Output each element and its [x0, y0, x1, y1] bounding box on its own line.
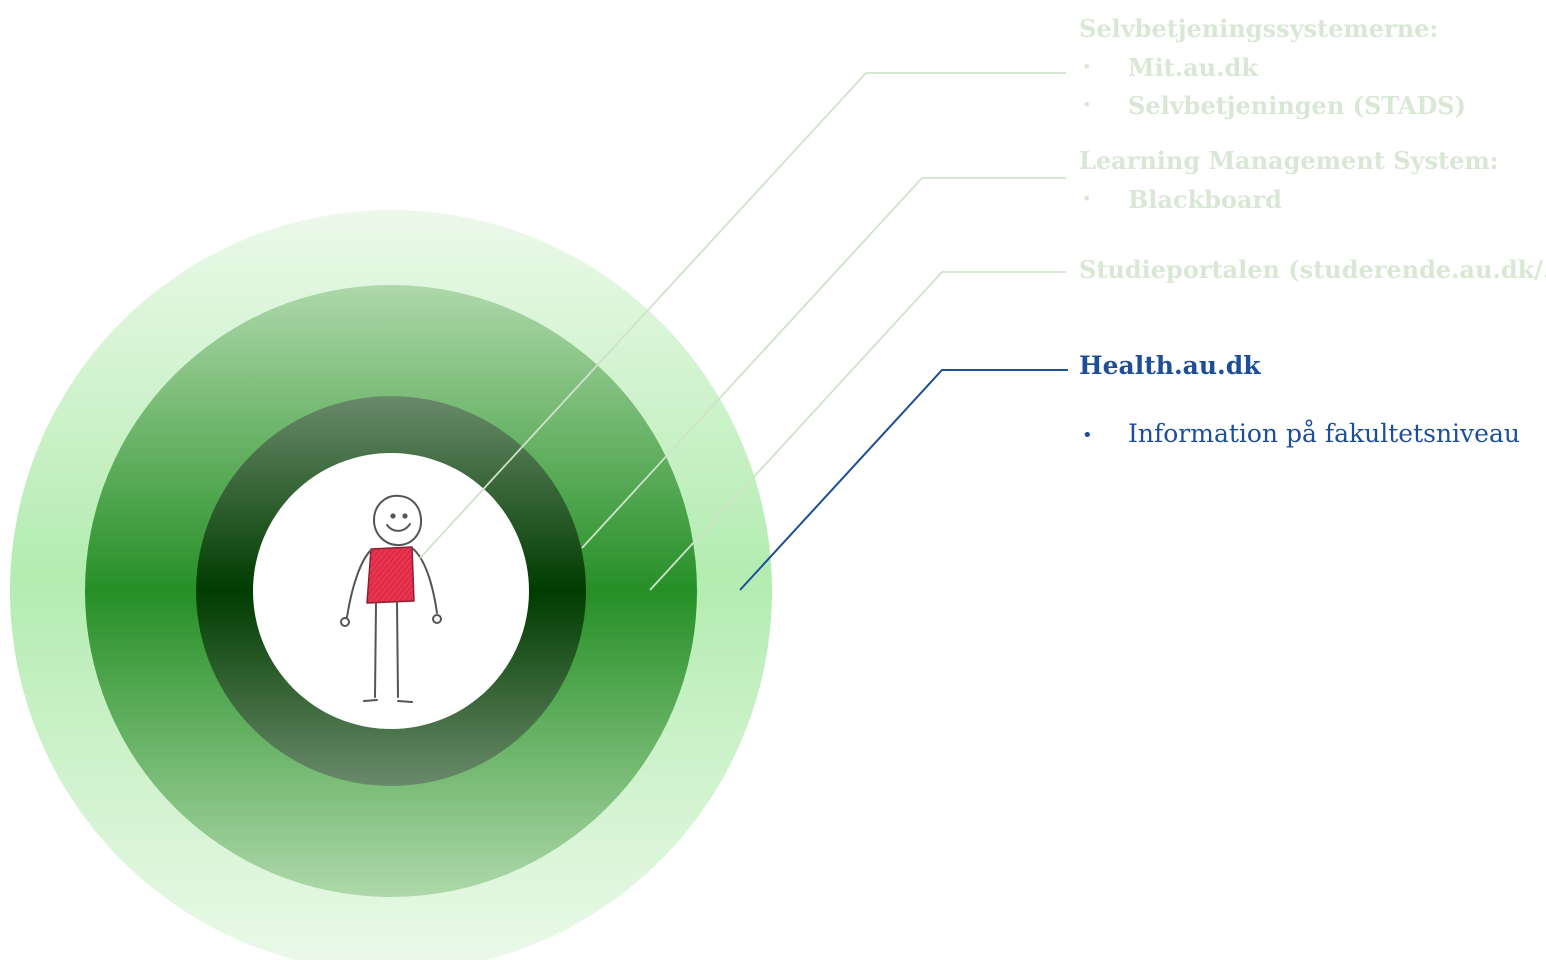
- bullet: •: [1082, 57, 1092, 76]
- list-item-stads[interactable]: Selvbetjeningen (STADS): [1128, 91, 1466, 120]
- group-title-studieportalen[interactable]: Studieportalen (studerende.au.dk/...): [1079, 255, 1546, 284]
- bullet: •: [1082, 425, 1093, 446]
- bullet: •: [1082, 189, 1092, 208]
- list-item-mit-au-dk[interactable]: Mit.au.dk: [1128, 53, 1258, 82]
- list-item-blackboard[interactable]: Blackboard: [1128, 185, 1282, 214]
- connector-line-selvbetjening: [419, 72, 1066, 559]
- connector-line-studieportalen: [649, 271, 1066, 591]
- connector-line-health: [739, 369, 1068, 591]
- connector-line-lms: [581, 177, 1066, 549]
- list-item-faculty-info: Information på fakultetsniveau: [1128, 419, 1520, 448]
- group-title-lms: Learning Management System:: [1079, 146, 1499, 175]
- stick-figure-icon: [340, 494, 442, 703]
- group-title-health[interactable]: Health.au.dk: [1079, 351, 1261, 380]
- group-title-selvbetjening: Selvbetjeningssystemerne:: [1079, 14, 1439, 43]
- bullet: •: [1082, 95, 1092, 114]
